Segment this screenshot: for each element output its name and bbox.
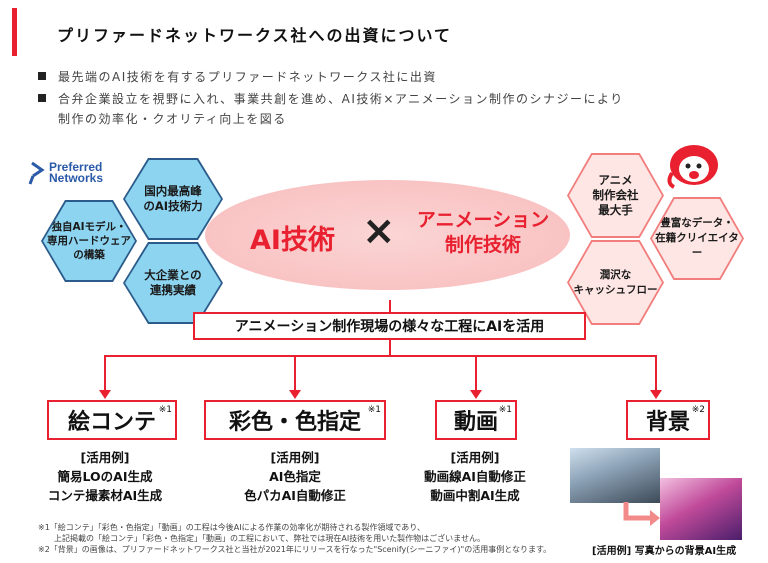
footnote-1: ※1「絵コンテ」「彩色・色指定」「動画」の工程は今後AIによる作業の効率化が期待… xyxy=(38,523,425,532)
ai-application-banner: アニメーション制作現場の様々な工程にAIを活用 xyxy=(193,312,586,340)
connector xyxy=(389,340,391,355)
footnote-2: ※2「背景」の画像は、プリファードネットワークス社と当社が2021年にリリースを… xyxy=(38,545,552,554)
bullet-2: 合弁企業設立を視野に入れ、事業共創を進め、AI技術×アニメーション制作のシナジー… xyxy=(38,90,624,107)
synergy-ellipse xyxy=(205,180,570,290)
pfn-logo: Preferred Networks xyxy=(28,160,103,186)
bullet-1: 最先端のAI技術を有するプリファードネットワークス社に出資 xyxy=(38,68,437,85)
times-symbol: × xyxy=(362,208,396,254)
animation-examples: [活用例]動画線AI自動修正動画中割AI生成 xyxy=(424,450,526,503)
process-storyboard: 絵コンテ※1 xyxy=(47,400,177,440)
arrow-right-icon xyxy=(623,502,660,526)
hex-anime-studio: アニメ制作会社最大手 xyxy=(567,153,664,238)
hex-own-ai-model: 独自AIモデル・専用ハードウェアの構築 xyxy=(41,200,137,282)
ai-tech-label: AI技術 xyxy=(250,225,335,256)
pfn-logo-icon xyxy=(28,161,45,185)
process-background: 背景※2 xyxy=(626,400,710,440)
mascot-logo-icon xyxy=(667,145,718,189)
generated-background-image xyxy=(660,478,742,540)
page-title: プリファードネットワークス社への出資について xyxy=(57,26,453,45)
process-animation: 動画※1 xyxy=(435,400,517,440)
connector xyxy=(104,355,106,391)
connector xyxy=(389,300,391,312)
hex-cash-flow: 潤沢なキャッシュフロー xyxy=(567,240,664,325)
footnote-1-cont: 上記掲載の「絵コンテ」「彩色・色指定」「動画」の工程において、弊社では現在AI技… xyxy=(54,534,485,543)
animation-tech-label: アニメーション制作技術 xyxy=(416,209,550,256)
connector-horizontal xyxy=(104,355,657,357)
arrow-down-icon xyxy=(99,390,111,399)
bullet-2-cont: 制作の効率化・クオリティ向上を図る xyxy=(58,112,287,126)
hex-data-creators: 豊富なデータ・在籍クリイエイター xyxy=(650,197,744,280)
source-photo xyxy=(570,448,660,503)
connector xyxy=(294,355,296,391)
storyboard-examples: [活用例]簡易LOのAI生成コンテ撮素材AI生成 xyxy=(47,450,163,503)
arrow-down-icon xyxy=(650,390,662,399)
hex-top-ai-tech: 国内最高峰のAI技術力 xyxy=(123,158,223,240)
background-caption: [活用例] 写真からの背景AI生成 xyxy=(592,546,737,557)
coloring-examples: [活用例]AI色指定色パカAI自動修正 xyxy=(244,450,346,503)
arrow-down-icon xyxy=(289,390,301,399)
connector xyxy=(655,355,657,391)
arrow-down-icon xyxy=(470,390,482,399)
process-coloring: 彩色・色指定※1 xyxy=(204,400,386,440)
title-accent-bar xyxy=(12,8,17,56)
connector xyxy=(475,355,477,391)
